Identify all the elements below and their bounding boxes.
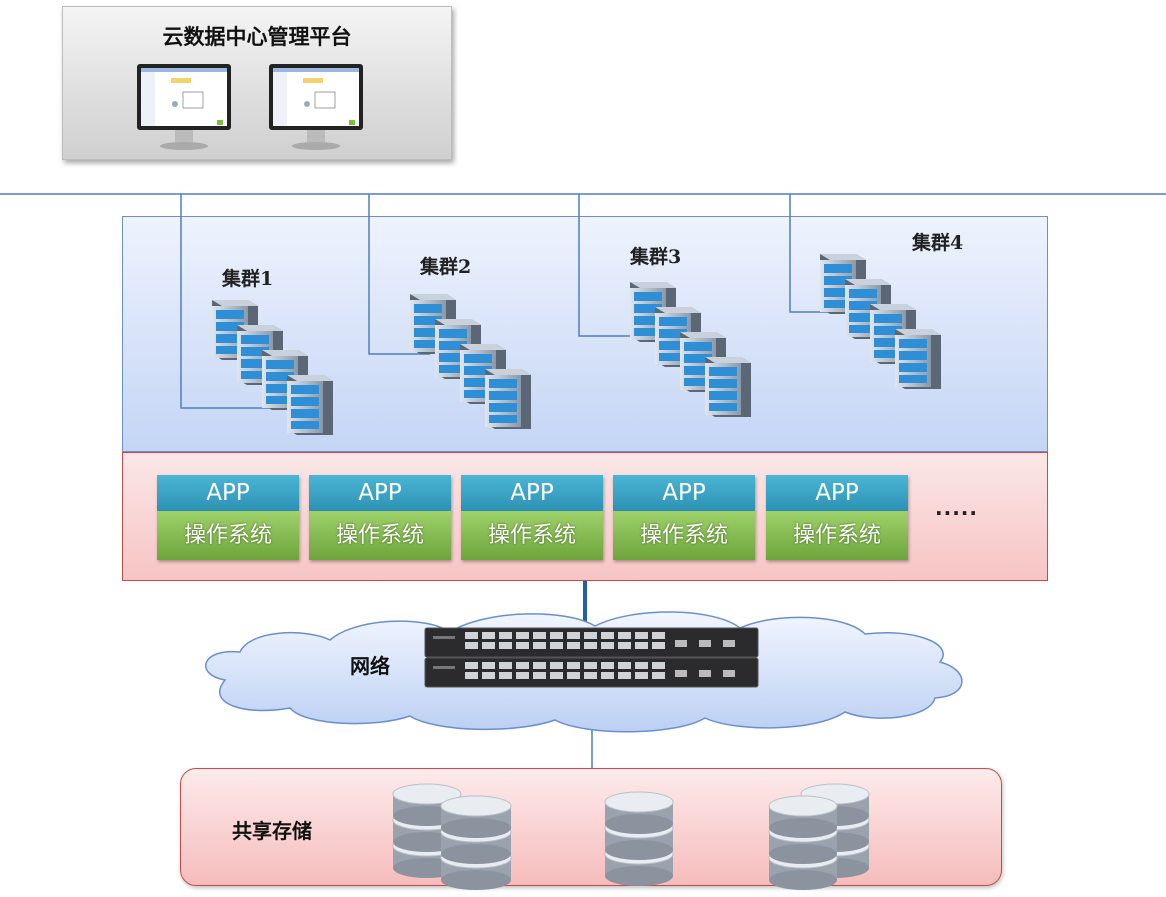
vm-app-label: APP — [157, 475, 299, 511]
database-icon — [604, 790, 674, 886]
server-icon — [701, 353, 753, 423]
vm-os-label: 操作系统 — [309, 511, 451, 560]
network-switch-icon — [424, 627, 759, 688]
vm-os-label: 操作系统 — [461, 511, 603, 560]
cluster-1-label: 集群1 — [222, 268, 274, 290]
vm-3: APP 操作系统 — [461, 475, 603, 560]
vm-app-label: APP — [766, 475, 908, 511]
vm-os-label: 操作系统 — [613, 511, 755, 560]
vm-2: APP 操作系统 — [309, 475, 451, 560]
storage-label: 共享存储 — [232, 819, 312, 843]
server-icon — [406, 290, 458, 360]
server-icon — [481, 365, 533, 435]
vm-os-label: 操作系统 — [766, 511, 908, 560]
cluster-2-label: 集群2 — [420, 256, 472, 278]
vm-os-label: 操作系统 — [157, 511, 299, 560]
server-icon — [816, 250, 868, 320]
vm-4: APP 操作系统 — [613, 475, 755, 560]
management-title: 云数据中心管理平台 — [162, 24, 352, 49]
monitor-icon — [269, 64, 363, 150]
cluster-3-label: 集群3 — [630, 246, 682, 268]
cluster-4-label: 集群4 — [912, 232, 964, 254]
vm-more-ellipsis: ..... — [935, 496, 978, 520]
vm-app-label: APP — [309, 475, 451, 511]
database-icon — [768, 794, 838, 890]
server-icon — [283, 371, 335, 441]
database-icon — [440, 794, 512, 890]
server-icon — [456, 340, 508, 410]
monitor-icon — [137, 64, 231, 150]
vm-1: APP 操作系统 — [157, 475, 299, 560]
network-label: 网络 — [350, 654, 390, 678]
vm-app-label: APP — [613, 475, 755, 511]
vm-5: APP 操作系统 — [766, 475, 908, 560]
vm-app-label: APP — [461, 475, 603, 511]
management-platform-box: 云数据中心管理平台 — [62, 6, 452, 160]
server-icon — [891, 325, 943, 395]
